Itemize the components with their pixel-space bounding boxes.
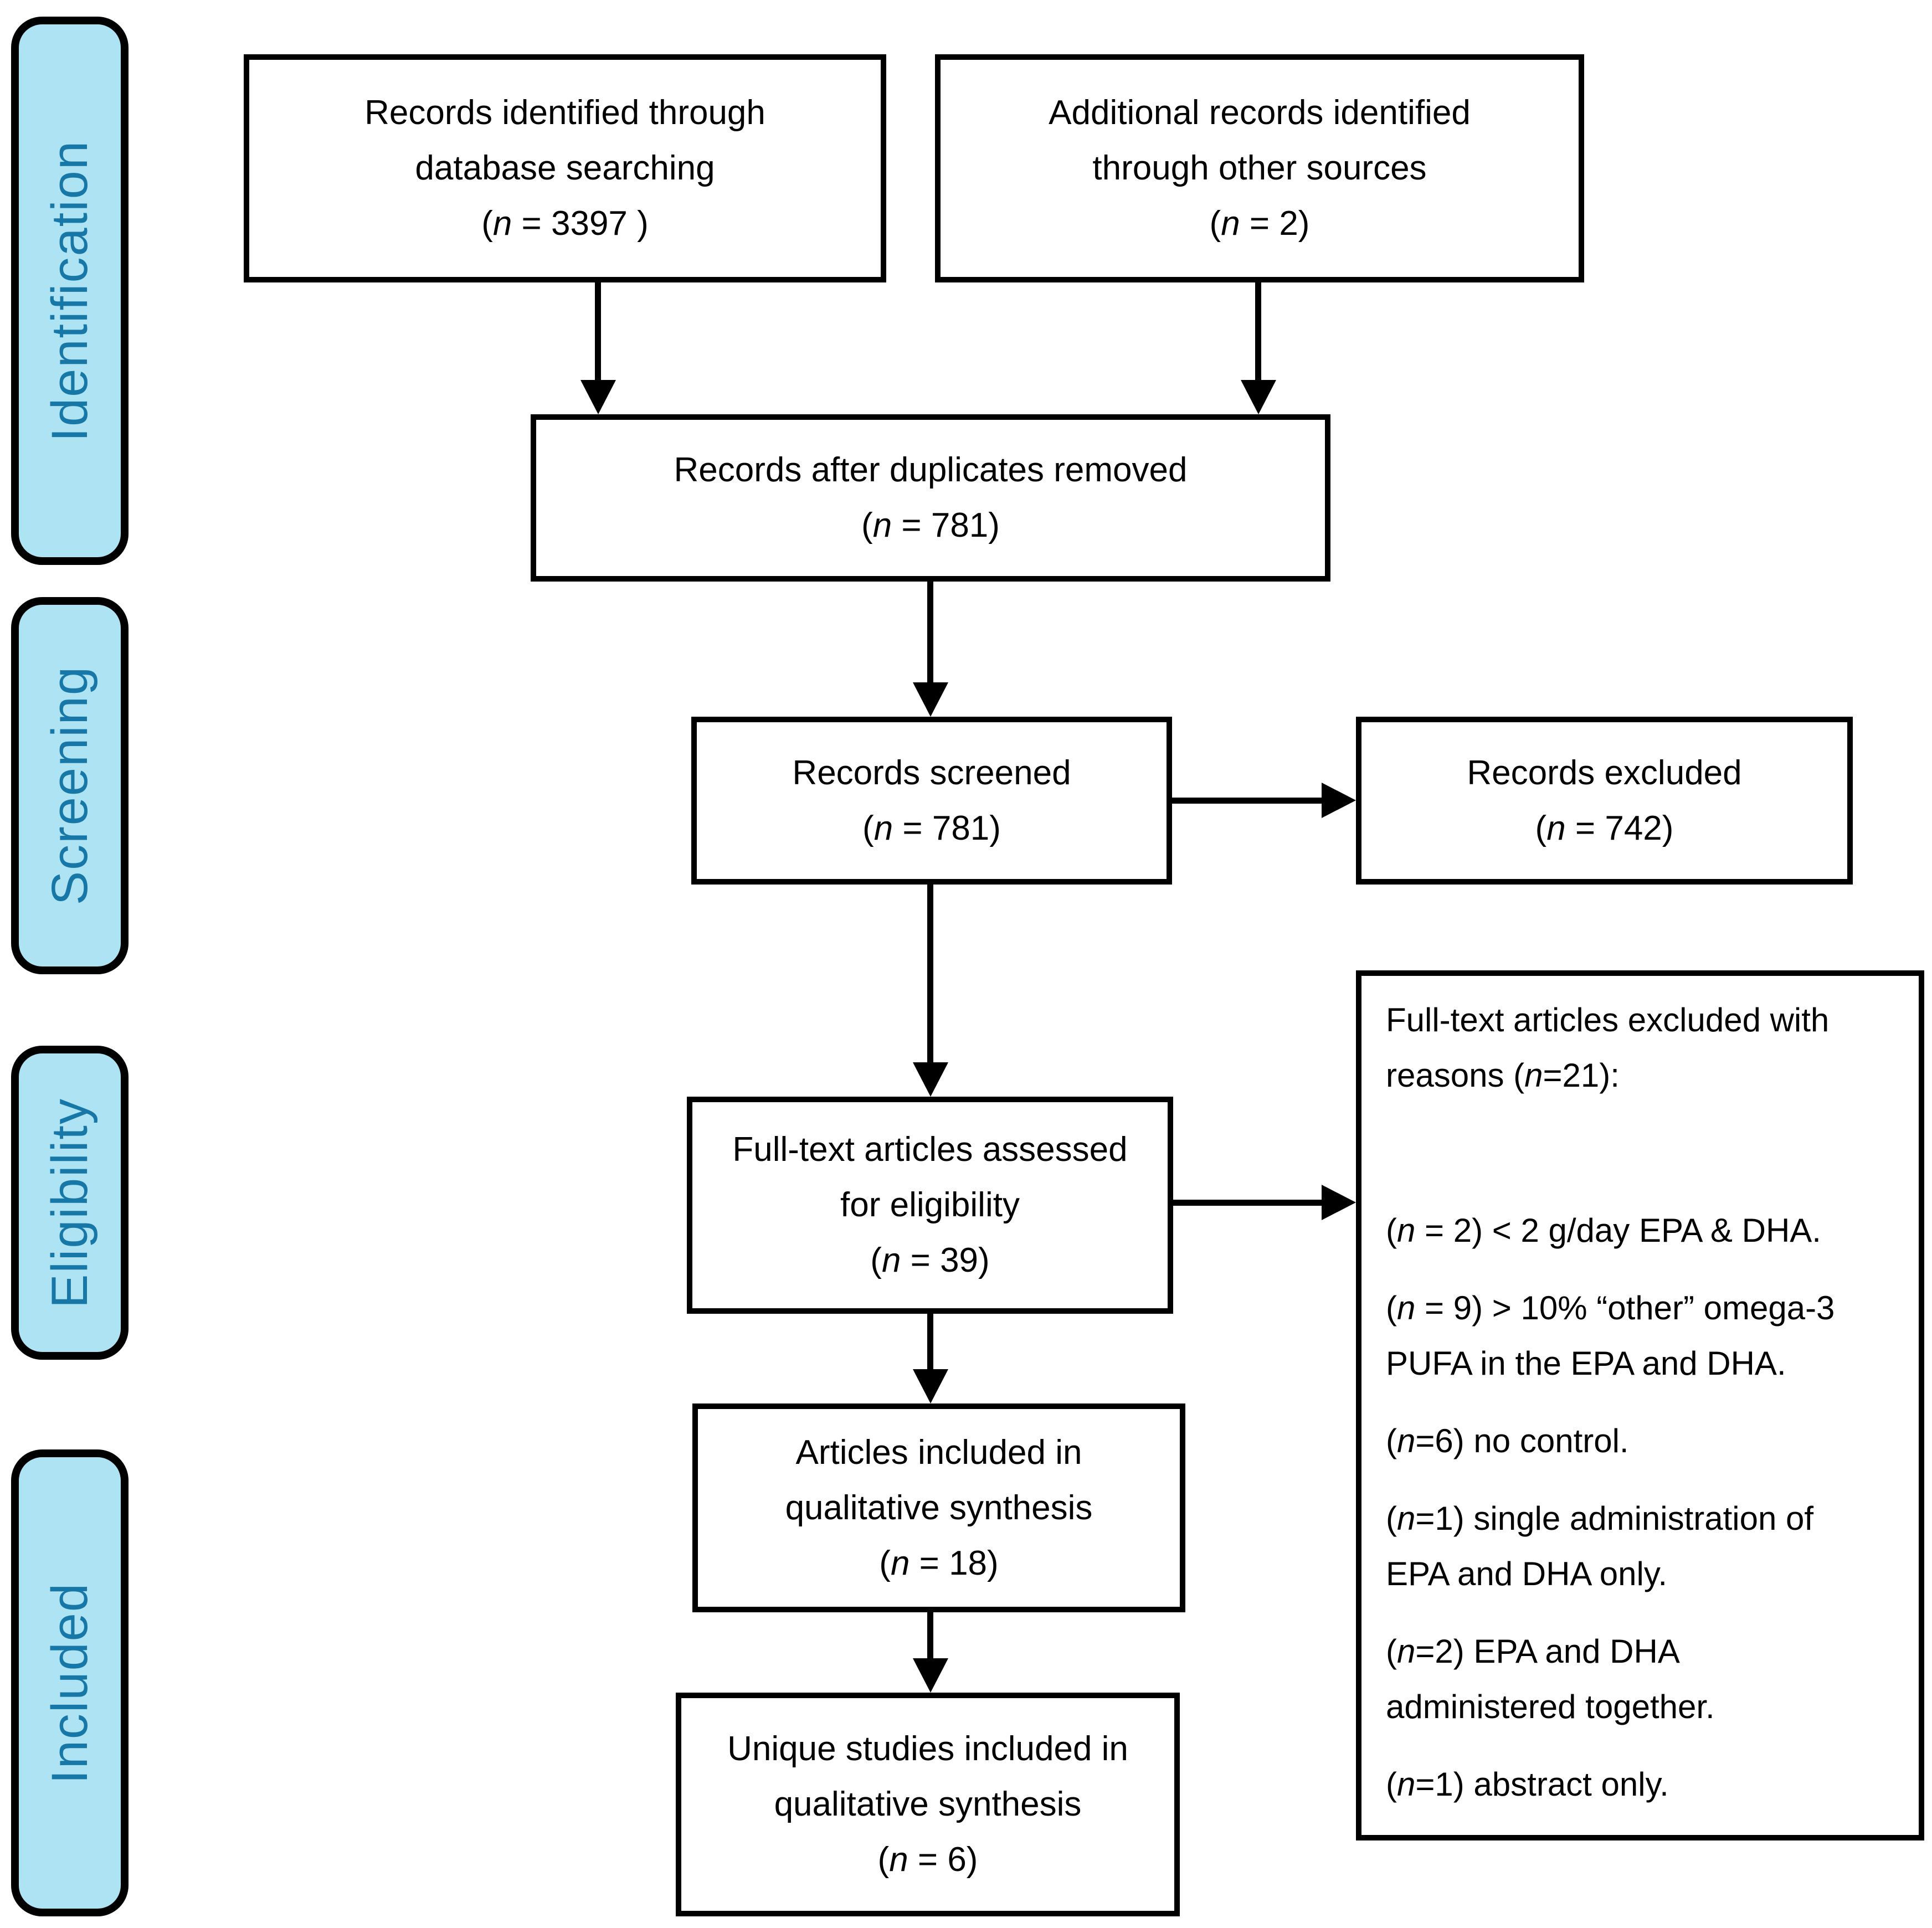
box-duplicates-removed: Records after duplicates removed (n = 78… <box>531 414 1330 582</box>
stage-label-text: Eligibility <box>41 1097 98 1308</box>
box-text: Full-text articles assessed <box>732 1130 1128 1169</box>
stage-label-identification: Identification <box>11 17 129 565</box>
arrow-head-icon <box>913 682 948 717</box>
arrow-line <box>927 1314 933 1371</box>
stage-label-eligibility: Eligibility <box>11 1046 129 1360</box>
arrow-head-icon <box>1322 1185 1356 1220</box>
stage-label-included: Included <box>11 1449 129 1916</box>
box-text: Records excluded <box>1467 753 1742 792</box>
arrow-line <box>927 1612 933 1660</box>
box-count: (n = 18) <box>879 1544 999 1582</box>
box-articles-included: Articles included in qualitative synthes… <box>692 1403 1185 1612</box>
box-count: (n = 781) <box>862 809 1001 847</box>
box-count: (n = 781) <box>861 506 1000 544</box>
arrow-head-icon <box>913 1062 948 1097</box>
stage-label-screening: Screening <box>11 597 129 974</box>
exclusion-reason: (n = 2) < 2 g/day EPA & DHA. <box>1386 1212 1821 1249</box>
arrow-line <box>1173 1200 1325 1206</box>
arrow-head-icon <box>1322 783 1356 818</box>
arrow-head-icon <box>913 1369 948 1403</box>
box-records-identified: Records identified through database sear… <box>244 54 886 282</box>
box-text: Unique studies included in <box>727 1730 1128 1768</box>
box-records-excluded: Records excluded (n = 742) <box>1356 717 1853 885</box>
arrow-head-icon <box>580 380 616 414</box>
arrow-line <box>1255 282 1261 382</box>
box-records-screened: Records screened (n = 781) <box>691 717 1172 885</box>
box-count: (n = 39) <box>870 1241 990 1279</box>
box-fulltext-assessed: Full-text articles assessed for eligibil… <box>687 1097 1173 1314</box>
box-text: Records identified through <box>364 94 765 132</box>
box-text: database searching <box>415 149 715 187</box>
arrow-line <box>927 582 933 685</box>
box-text: qualitative synthesis <box>774 1785 1082 1823</box>
exclusion-reason: (n=6) no control. <box>1386 1422 1629 1459</box>
box-unique-studies: Unique studies included in qualitative s… <box>676 1693 1180 1916</box>
stage-label-text: Identification <box>41 140 98 442</box>
arrow-head-icon <box>1241 380 1276 414</box>
box-count: (n = 742) <box>1535 809 1674 847</box>
box-count: (n = 2) <box>1209 204 1310 243</box>
box-fulltext-excluded-reasons: Full-text articles excluded with reasons… <box>1356 970 1924 1840</box>
box-text: for eligibility <box>840 1186 1020 1224</box>
box-count: (n = 6) <box>877 1840 978 1879</box>
box-text: through other sources <box>1092 149 1427 187</box>
box-text: Articles included in <box>795 1433 1082 1472</box>
box-additional-records: Additional records identified through ot… <box>935 54 1584 282</box>
arrow-line <box>927 885 933 1065</box>
stage-label-text: Screening <box>41 666 98 906</box>
arrow-line <box>1172 798 1325 804</box>
box-text: Records after duplicates removed <box>674 451 1188 489</box>
arrow-head-icon <box>913 1658 948 1693</box>
exclusion-reason: (n=1) abstract only. <box>1386 1766 1669 1803</box>
reasons-heading: Full-text articles excluded with reasons… <box>1386 1001 1830 1094</box>
arrow-line <box>595 282 601 382</box>
box-text: qualitative synthesis <box>785 1488 1093 1527</box>
box-count: (n = 3397 ) <box>481 204 649 243</box>
box-text: Additional records identified <box>1049 94 1471 132</box>
box-text: Records screened <box>792 753 1071 792</box>
stage-label-text: Included <box>41 1582 98 1784</box>
